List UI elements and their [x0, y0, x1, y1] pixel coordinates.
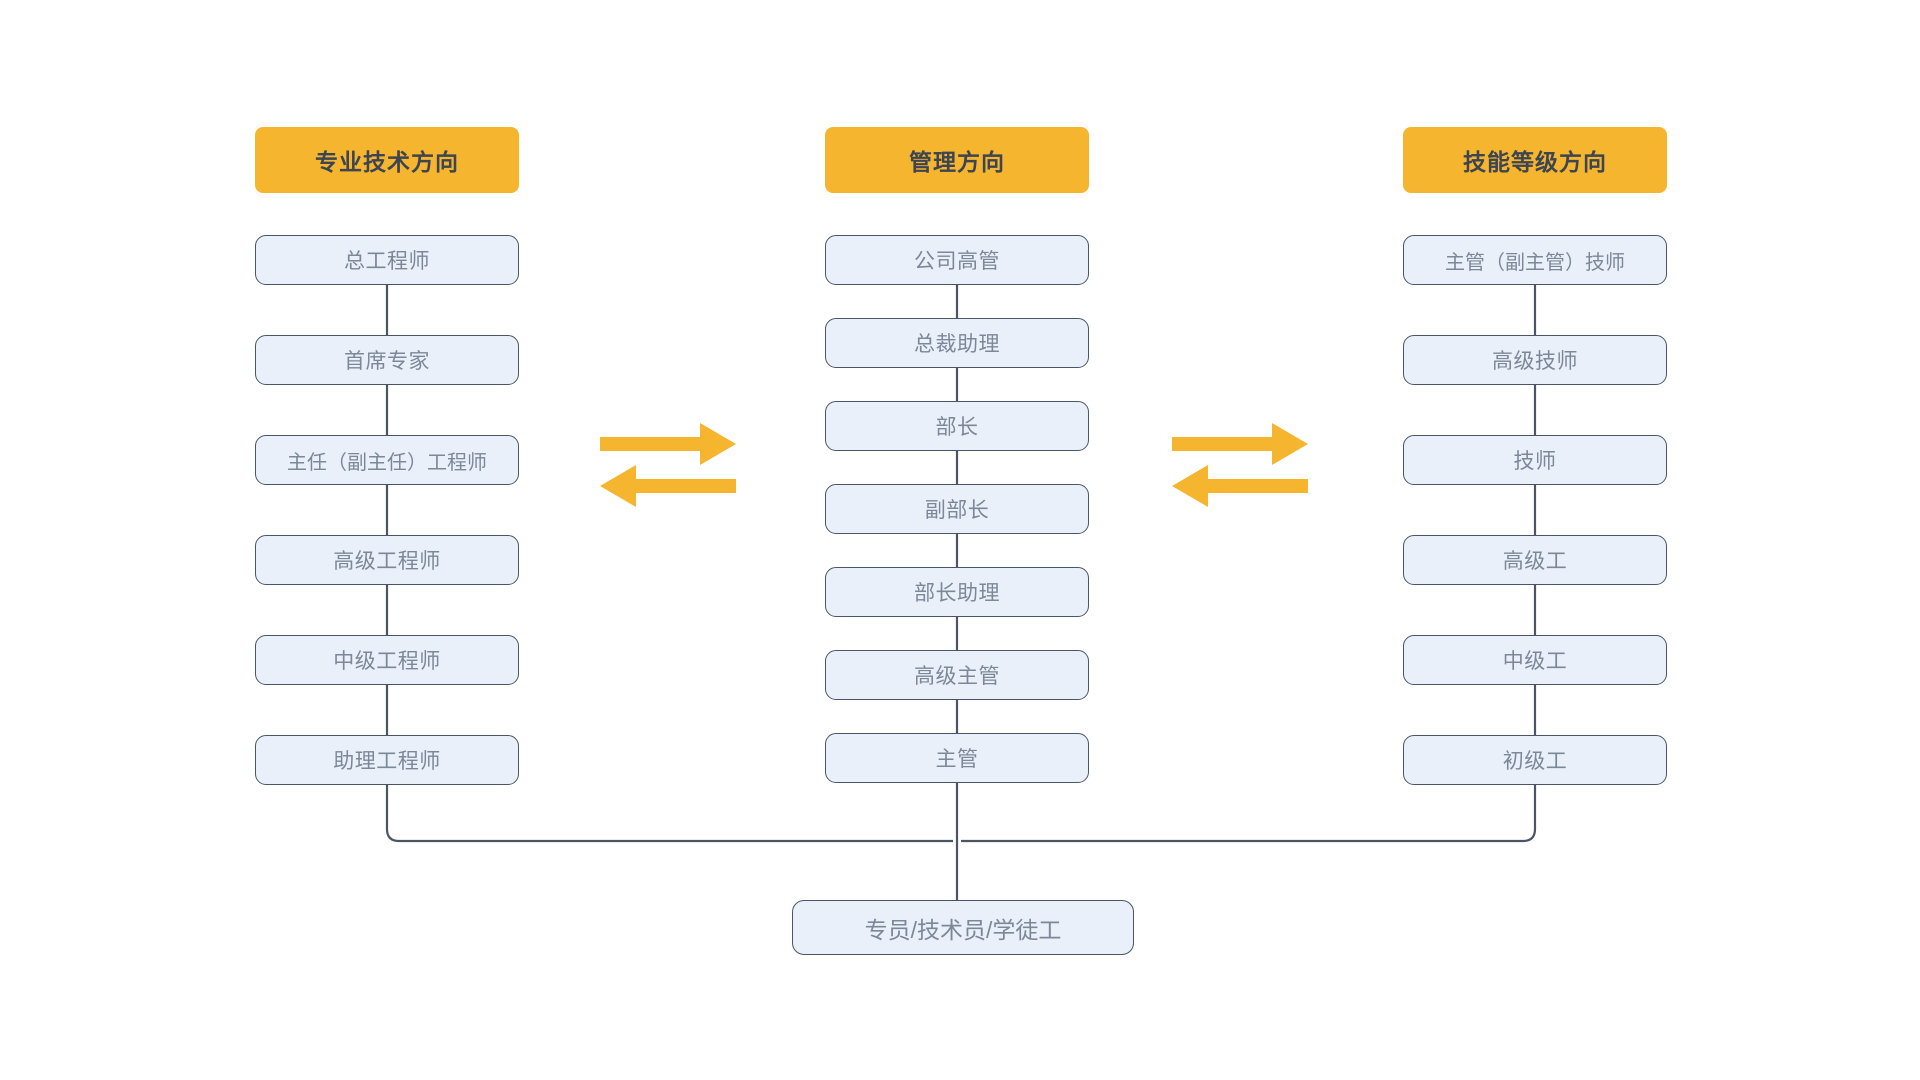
node-management-6[interactable]: 主管: [825, 733, 1089, 783]
node-management-5[interactable]: 高级主管: [825, 650, 1089, 700]
node-management-1[interactable]: 总裁助理: [825, 318, 1089, 368]
node-skill-4[interactable]: 中级工: [1403, 635, 1667, 685]
node-bottom-entry-level[interactable]: 专员/技术员/学徒工: [792, 900, 1134, 955]
node-technical-2[interactable]: 主任（副主任）工程师: [255, 435, 519, 485]
node-skill-2[interactable]: 技师: [1403, 435, 1667, 485]
connector-tech-to-bus: [385, 785, 953, 843]
bidirectional-swap-arrow-icon: [600, 423, 736, 507]
node-technical-3[interactable]: 高级工程师: [255, 535, 519, 585]
column-header-technical: 专业技术方向: [255, 127, 519, 193]
column-header-skill: 技能等级方向: [1403, 127, 1667, 193]
bidirectional-swap-arrow-icon: [1172, 423, 1308, 507]
node-technical-5[interactable]: 助理工程师: [255, 735, 519, 785]
node-management-4[interactable]: 部长助理: [825, 567, 1089, 617]
node-management-0[interactable]: 公司高管: [825, 235, 1089, 285]
node-management-3[interactable]: 副部长: [825, 484, 1089, 534]
node-skill-1[interactable]: 高级技师: [1403, 335, 1667, 385]
node-management-2[interactable]: 部长: [825, 401, 1089, 451]
node-skill-3[interactable]: 高级工: [1403, 535, 1667, 585]
node-technical-4[interactable]: 中级工程师: [255, 635, 519, 685]
node-skill-5[interactable]: 初级工: [1403, 735, 1667, 785]
node-skill-0[interactable]: 主管（副主管）技师: [1403, 235, 1667, 285]
node-technical-0[interactable]: 总工程师: [255, 235, 519, 285]
column-header-management: 管理方向: [825, 127, 1089, 193]
connector-skill-to-bus: [961, 785, 1537, 843]
node-technical-1[interactable]: 首席专家: [255, 335, 519, 385]
